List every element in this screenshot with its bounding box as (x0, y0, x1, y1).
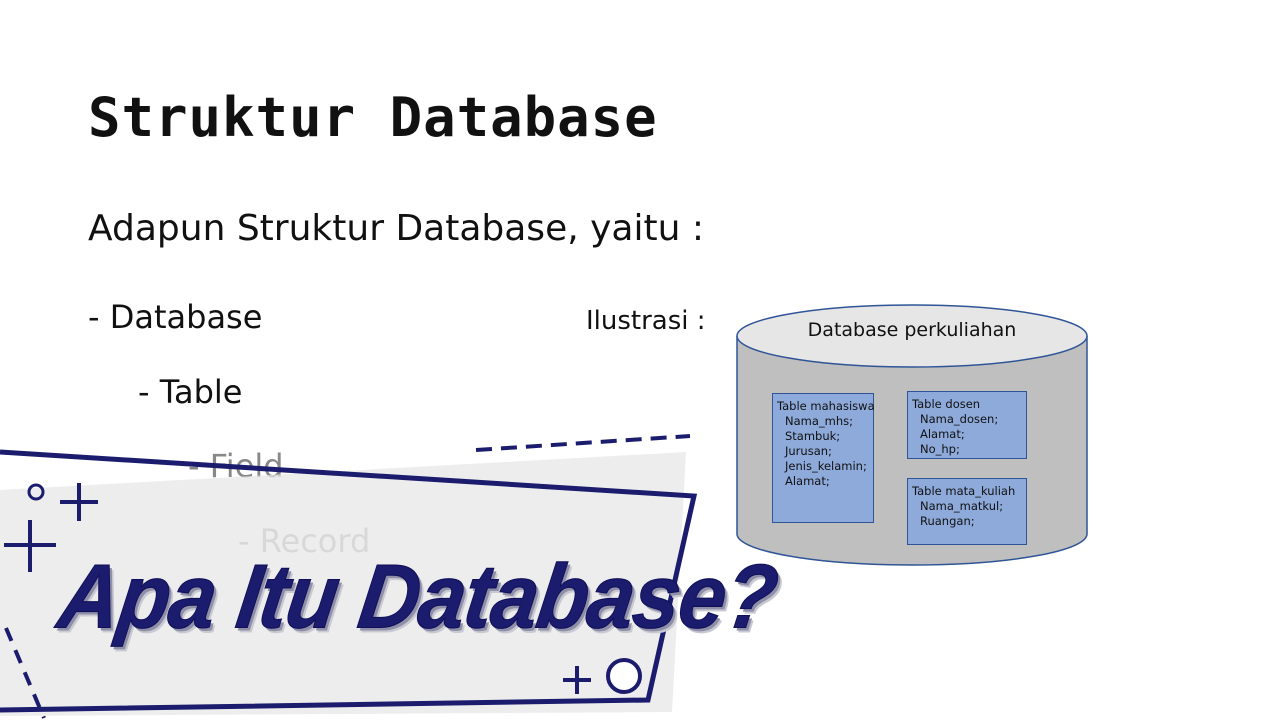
field-item: Ruangan; (920, 514, 975, 528)
table-mata-kuliah-box: Table mata_kuliah Nama_matkul; Ruangan; (907, 478, 1027, 545)
table-dosen-box: Table dosen Nama_dosen; Alamat; No_hp; (907, 391, 1027, 459)
field-item: Nama_dosen; (920, 412, 999, 426)
field-item: Nama_matkul; (920, 499, 1004, 513)
field-item: Nama_mhs; (785, 414, 854, 428)
field-item: Alamat; (920, 427, 965, 441)
field-item: Stambuk; (785, 429, 841, 443)
database-cylinder: Database perkuliahan Table mahasiswa Nam… (734, 300, 1090, 568)
table-mahasiswa-box: Table mahasiswa Nama_mhs; Stambuk; Jurus… (772, 393, 875, 523)
illustration-label: Ilustrasi : (586, 306, 706, 336)
slide-title: Struktur Database (88, 86, 658, 149)
field-item: Alamat; (785, 474, 830, 488)
table-name: Table dosen (912, 397, 981, 411)
field-item: No_hp; (920, 442, 960, 456)
table-name: Table mahasiswa (777, 399, 875, 413)
table-name: Table mata_kuliah (912, 484, 1016, 498)
hierarchy-item-record: - Record (238, 522, 371, 560)
hierarchy-item-field: - Field (188, 447, 284, 485)
database-name: Database perkuliahan (807, 319, 1017, 341)
slide-subtitle: Adapun Struktur Database, yaitu : (88, 208, 704, 249)
field-item: Jenis_kelamin; (785, 459, 867, 473)
hierarchy-item-table: - Table (138, 373, 243, 411)
field-item: Jurusan; (785, 444, 832, 458)
hierarchy-item-database: - Database (88, 298, 263, 336)
